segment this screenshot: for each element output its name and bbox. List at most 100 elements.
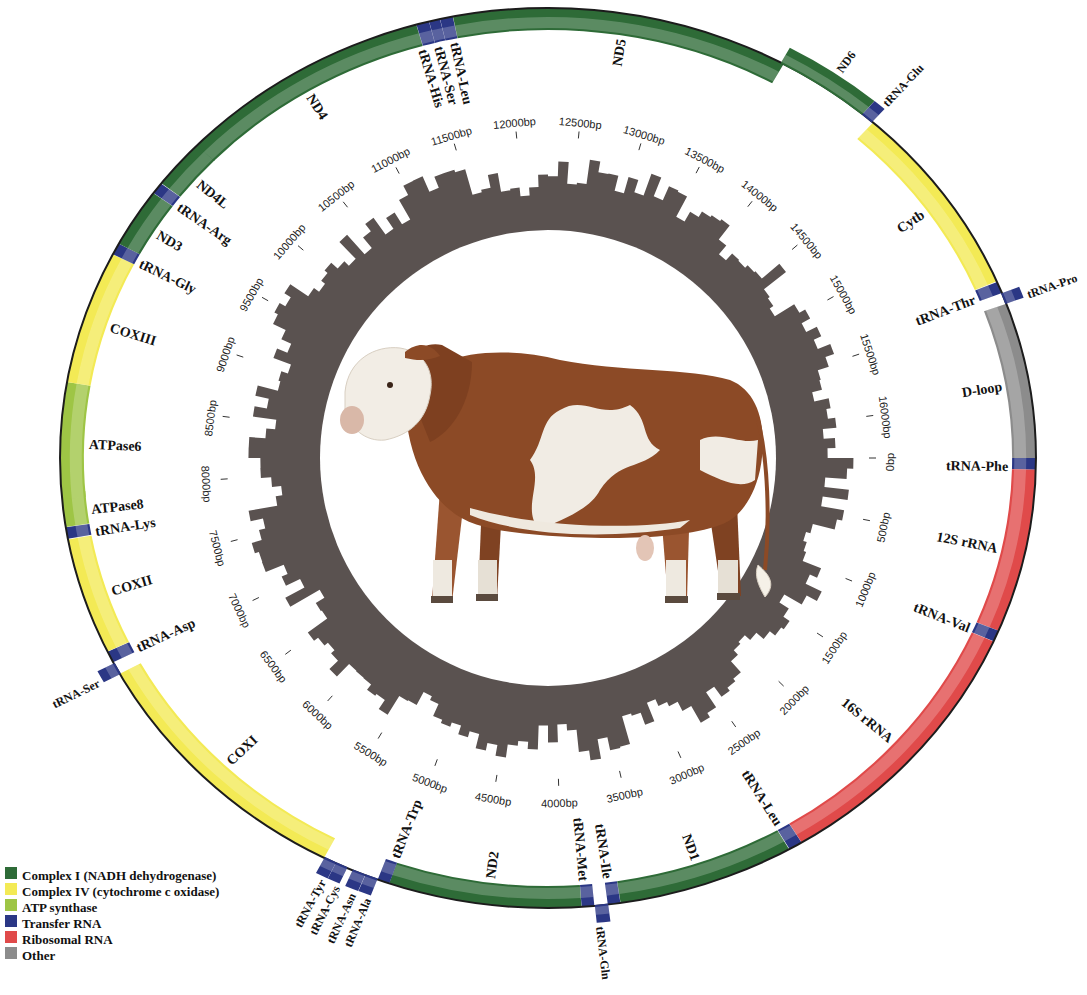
tick-label: 4500bp — [474, 791, 512, 808]
tick-mark — [516, 132, 518, 139]
gene-label-holder: 16S rRNA — [838, 694, 897, 747]
tick-label: 2500bp — [726, 727, 762, 757]
gene-label: ND5 — [610, 38, 628, 67]
gene-label: COXIII — [109, 321, 158, 348]
gene-label: ND3 — [154, 228, 185, 254]
tick-label: 12500bp — [558, 116, 602, 131]
tick-mark — [223, 416, 230, 418]
tick-label-holder: 9500bp — [234, 274, 268, 315]
tick-label-holder: 5500bp — [351, 736, 392, 770]
gene-band-shade — [977, 286, 993, 301]
tick-label-holder: 7000bp — [225, 589, 257, 630]
tick-mark — [231, 540, 238, 542]
ring-outline — [60, 8, 1036, 908]
legend-text: Other — [22, 948, 55, 963]
gene-label-holder: COXIII — [108, 318, 159, 349]
gene-label: ND2 — [484, 851, 502, 880]
legend-row: Transfer RNA — [5, 914, 84, 929]
tick-mark — [863, 519, 870, 520]
tick-label-holder: 3000bp — [666, 758, 707, 789]
tick-mark — [435, 759, 437, 766]
gene-label: ND4 — [304, 92, 331, 122]
center-disc — [320, 230, 776, 686]
gene-label: tRNA-Leu — [739, 768, 785, 829]
gene-label-holder: ND5 — [607, 38, 629, 68]
bull-tail — [758, 420, 768, 570]
tick-label: 8000bp — [199, 465, 212, 502]
legend-text: Ribosomal RNA — [22, 932, 113, 947]
tick-label-holder: 15000bp — [826, 271, 863, 317]
gene-band-shade — [70, 384, 89, 499]
tick-label-holder: 15500bp — [856, 330, 887, 376]
tick-mark — [298, 246, 303, 251]
gene-label-holder: Cytb — [893, 205, 928, 236]
gene-label: Cytb — [894, 208, 926, 236]
bull-muzzle — [340, 406, 364, 434]
gene-label-holder: COXII — [109, 570, 154, 599]
bull-leg-white — [666, 560, 686, 598]
gene-label-holder: tRNA-Lys — [94, 512, 157, 539]
gene-band — [857, 122, 997, 290]
tick-label-holder: 14500bp — [786, 218, 828, 262]
gene-label: tRNA-Gln — [594, 926, 612, 980]
gene-band-minus — [97, 663, 121, 682]
tick-mark — [343, 202, 347, 207]
gene-label: ND1 — [679, 832, 702, 862]
bull-hoof — [476, 594, 498, 601]
legend-row: Ribosomal RNA — [5, 930, 96, 945]
gene-label-holder: tRNA-Pro — [1024, 268, 1079, 302]
bull-hoof — [717, 593, 740, 600]
gene-label-holder: tRNA-Phe — [946, 456, 1008, 475]
gene-label: tRNA-Ser — [50, 677, 101, 710]
gene-band-shade — [204, 33, 422, 159]
tick-label-holder: 6000bp — [299, 695, 338, 733]
tick-label: 8500bp — [203, 399, 219, 437]
gene-label-holder: tRNA-Asp — [133, 613, 198, 655]
legend-text: Complex I (NADH dehydrogenase) — [22, 868, 216, 883]
gene-label: COXII — [109, 573, 153, 598]
tick-label-holder: 13000bp — [621, 120, 667, 149]
bull-detail — [636, 535, 654, 561]
legend-swatch — [5, 883, 17, 895]
gene-label-holder: tRNA-Trp — [386, 797, 425, 861]
gene-label: ND4L — [194, 177, 231, 211]
tick-label: 10000bp — [271, 222, 307, 262]
legend-text: ATP synthase — [22, 900, 97, 915]
legend-row: ATP synthase — [5, 898, 80, 913]
tick-label: 7000bp — [226, 591, 252, 629]
bull-white-patch — [530, 405, 660, 530]
gene-label-holder: tRNA-Glu — [878, 59, 928, 110]
gene-label: tRNA-Asp — [134, 616, 197, 655]
gene-band-shade — [1014, 458, 1026, 470]
tick-label-holder: 11500bp — [428, 120, 473, 149]
tick-label-holder: 11000bp — [367, 142, 413, 177]
tick-mark — [732, 721, 736, 727]
tick-label-holder: 1500bp — [816, 627, 851, 668]
tick-label: 3000bp — [668, 762, 706, 787]
gene-band-shade — [782, 55, 869, 113]
tick-mark — [779, 681, 784, 686]
tick-label: 5000bp — [411, 771, 449, 794]
gene-band — [580, 884, 594, 907]
tick-mark — [328, 696, 333, 701]
tick-label-holder: 500bp — [871, 510, 895, 543]
gene-band — [453, 8, 784, 83]
gene-label-holder: ND6 — [831, 47, 859, 76]
tick-mark — [696, 167, 699, 173]
gene-label: tRNA-Pro — [1025, 272, 1078, 301]
tick-mark — [396, 167, 399, 173]
tick-label-holder: 13500bp — [682, 141, 728, 177]
tick-mark — [237, 355, 244, 357]
tick-label: 13500bp — [683, 146, 726, 176]
gene-band-shade — [863, 107, 878, 121]
bull-ear — [405, 345, 440, 360]
bull-leg-white — [718, 560, 738, 595]
gene-label: 12S rRNA — [935, 530, 998, 556]
legend-swatch — [5, 931, 17, 943]
tick-label-holder: 16000bp — [874, 395, 897, 440]
gene-label: tRNA-Glu — [881, 62, 926, 109]
bull-leg-white — [478, 560, 497, 596]
tick-mark — [852, 354, 859, 356]
tick-label: 14000bp — [739, 178, 779, 213]
